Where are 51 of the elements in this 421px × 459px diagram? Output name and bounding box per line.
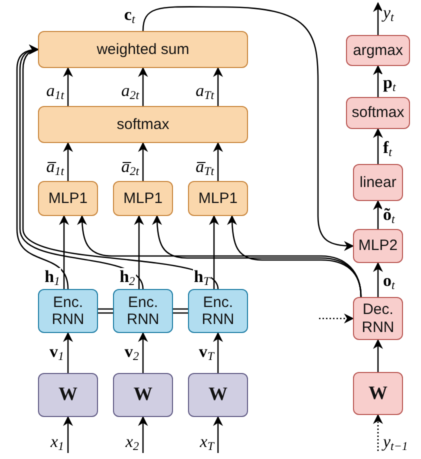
process-box: MLP1 bbox=[188, 181, 248, 216]
process-box: softmax bbox=[346, 97, 410, 129]
arrow bbox=[59, 215, 69, 289]
process-box: MLP1 bbox=[38, 181, 98, 216]
edge-label: h$_{2}$ bbox=[118, 268, 136, 288]
edge-label: p$_{t}$ bbox=[382, 74, 397, 94]
process-box: Enc. RNN bbox=[113, 289, 173, 333]
arrow bbox=[138, 142, 148, 181]
arrow bbox=[138, 416, 148, 453]
arrow bbox=[373, 200, 383, 229]
arrow bbox=[213, 67, 223, 106]
edge-label: õ$_{t}$ bbox=[382, 206, 396, 226]
arrow bbox=[134, 215, 144, 289]
arrow bbox=[373, 128, 383, 164]
arrow bbox=[138, 332, 148, 373]
process-box: argmax bbox=[346, 35, 410, 66]
weight-matrix-box: W bbox=[188, 373, 248, 417]
arrow bbox=[213, 416, 223, 453]
process-box: MLP2 bbox=[353, 229, 403, 263]
arrow bbox=[209, 215, 219, 289]
arrow bbox=[63, 332, 73, 373]
arrow bbox=[373, 262, 383, 297]
arrow bbox=[373, 414, 383, 451]
arrow bbox=[213, 332, 223, 373]
arrow bbox=[373, 339, 383, 372]
arrow bbox=[63, 142, 73, 181]
process-box: softmax bbox=[38, 106, 248, 143]
process-box: Enc. RNN bbox=[188, 289, 248, 333]
process-box: linear bbox=[353, 164, 403, 201]
arrow bbox=[142, 6, 354, 251]
connector-line bbox=[97, 308, 114, 314]
connector-line bbox=[172, 308, 189, 314]
arrow bbox=[63, 67, 73, 106]
edge-label: h$_{T}$ bbox=[192, 268, 211, 288]
process-box: Dec. RNN bbox=[353, 297, 403, 340]
arrow bbox=[373, 2, 383, 35]
arrow bbox=[63, 416, 73, 453]
arrow bbox=[319, 314, 354, 324]
weight-matrix-box: W bbox=[38, 373, 98, 417]
weight-matrix-box: W bbox=[113, 373, 173, 417]
arrow bbox=[373, 65, 383, 97]
arrow bbox=[213, 142, 223, 181]
arrow bbox=[22, 45, 219, 290]
arrow bbox=[227, 215, 362, 298]
process-box: MLP1 bbox=[113, 181, 173, 216]
edge-label: f$_{t}$ bbox=[382, 139, 393, 159]
edge-label: h$_{1}$ bbox=[44, 268, 61, 288]
process-box: Enc. RNN bbox=[38, 289, 98, 333]
weight-matrix-box: W bbox=[353, 372, 403, 415]
process-box: weighted sum bbox=[38, 31, 248, 68]
arrow bbox=[138, 67, 148, 106]
